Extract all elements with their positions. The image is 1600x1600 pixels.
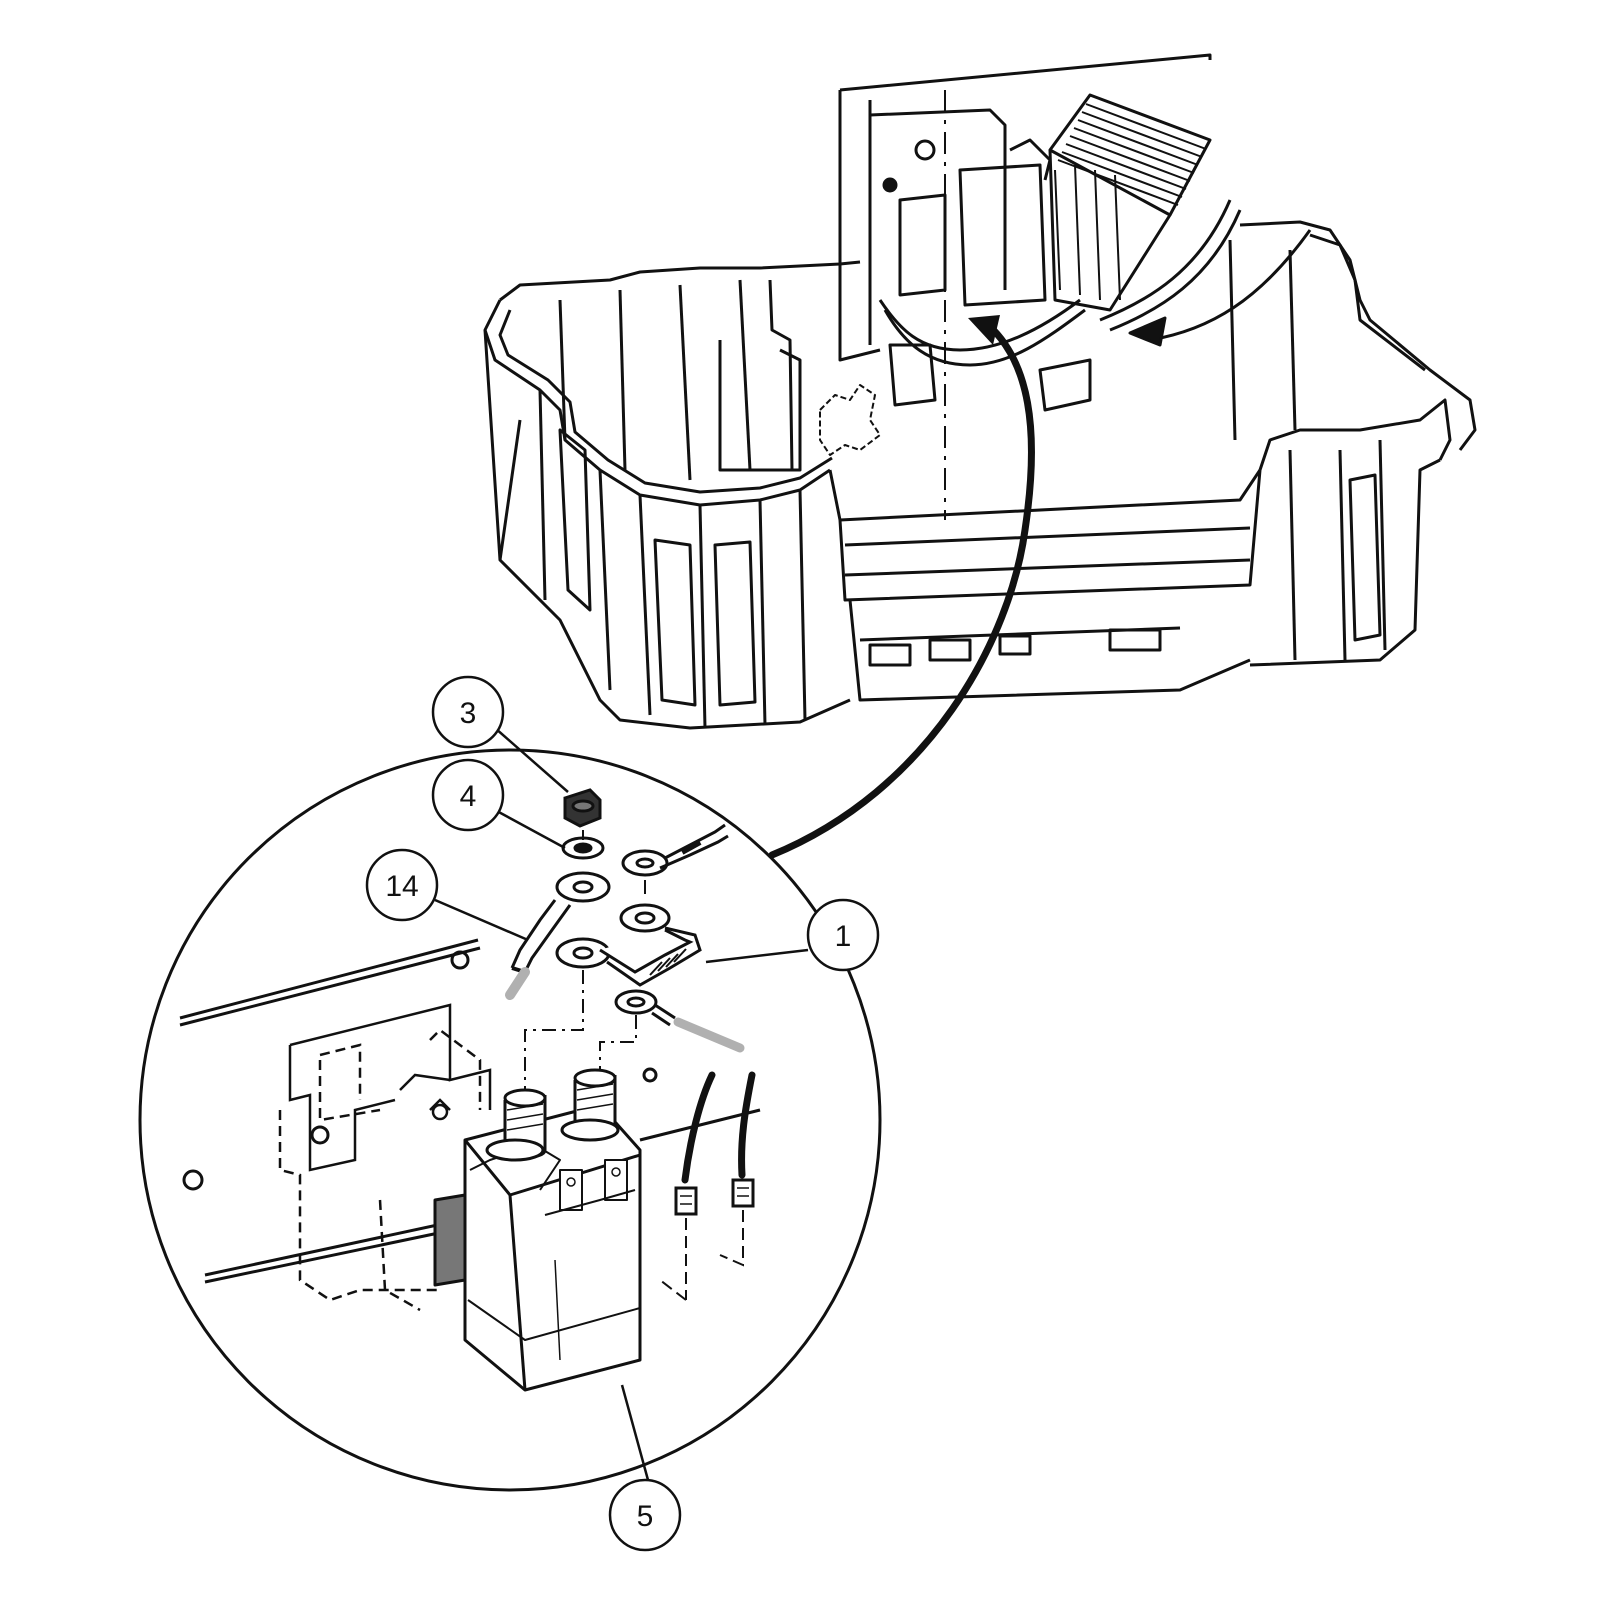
- callout-5: 5: [608, 1384, 682, 1552]
- callout-14: 14: [365, 848, 529, 942]
- callout-5-label: 5: [637, 1500, 654, 1533]
- battery-tray: [483, 53, 1477, 730]
- assembly-center-lines: [524, 830, 646, 1090]
- spade-connectors: [659, 1071, 756, 1301]
- fastener-stack: [505, 788, 745, 1053]
- lock-washer: [561, 836, 605, 860]
- ring-terminal-upper: [621, 823, 729, 877]
- solenoid-bracket: [278, 1003, 492, 1312]
- jumper-cable: [555, 903, 702, 987]
- ring-terminal-cable: [510, 871, 611, 974]
- callout-3: 3: [431, 675, 569, 793]
- callout-1-label: 1: [835, 920, 852, 953]
- routing-leader-line: [768, 315, 1035, 859]
- callouts: 3 4 14 1 5: [365, 675, 880, 1552]
- callout-1: 1: [705, 898, 880, 972]
- callout-4: 4: [431, 758, 566, 850]
- solenoid: [433, 1068, 642, 1392]
- ring-terminal-gray-wire: [614, 989, 745, 1053]
- routing-arrow-head: [968, 315, 1000, 345]
- mounting-plate: [179, 938, 761, 1284]
- detail-view: [138, 748, 882, 1492]
- callout-3-label: 3: [460, 697, 477, 730]
- callout-4-label: 4: [460, 780, 477, 813]
- nut: [563, 788, 602, 828]
- callout-14-label: 14: [385, 870, 418, 903]
- gray-wire-14: [505, 967, 530, 1000]
